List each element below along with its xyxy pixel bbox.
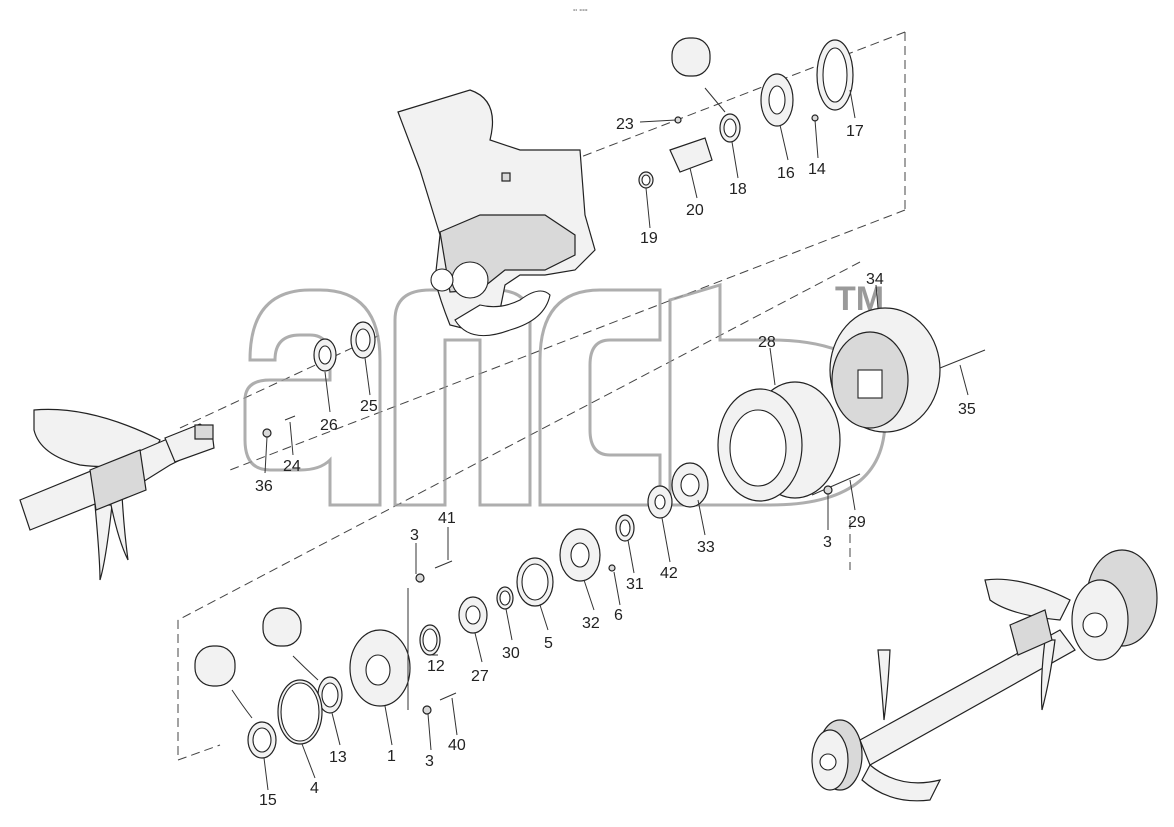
label-30: 30	[502, 645, 520, 662]
label-1: 1	[387, 748, 396, 765]
components	[194, 37, 854, 759]
label-12: 12	[427, 658, 445, 675]
right-axle-assembly	[811, 549, 1158, 802]
label-6: 6	[614, 607, 623, 624]
label-3-bottom: 3	[425, 753, 434, 770]
label-3-right: 3	[823, 534, 832, 551]
label-3-top: 3	[410, 527, 419, 544]
label-23: 23	[616, 116, 634, 133]
label-18: 18	[729, 181, 747, 198]
header-mark: °‘ °°°	[573, 8, 588, 16]
part-labels: 23 17 16 14 18 20 19 34 28 35 25 26 24 3…	[255, 116, 976, 809]
label-36: 36	[255, 478, 273, 495]
label-42: 42	[660, 565, 678, 582]
label-26: 26	[320, 417, 338, 434]
label-19: 19	[640, 230, 658, 247]
label-5: 5	[544, 635, 553, 652]
label-29: 29	[848, 514, 866, 531]
label-34: 34	[866, 271, 884, 288]
label-15: 15	[259, 792, 277, 809]
brake-drum-hub	[717, 307, 986, 502]
label-14: 14	[808, 161, 826, 178]
label-40: 40	[448, 737, 466, 754]
label-20: 20	[686, 202, 704, 219]
label-35: 35	[958, 401, 976, 418]
label-24: 24	[283, 458, 301, 475]
label-25: 25	[360, 398, 378, 415]
label-32: 32	[582, 615, 600, 632]
leader-lines	[231, 87, 969, 791]
label-13: 13	[329, 749, 347, 766]
label-28: 28	[758, 334, 776, 351]
label-27: 27	[471, 668, 489, 685]
label-31: 31	[626, 576, 644, 593]
left-axle-assembly	[19, 408, 215, 581]
label-4: 4	[310, 780, 319, 797]
label-33: 33	[697, 539, 715, 556]
label-16: 16	[777, 165, 795, 182]
label-41: 41	[438, 510, 456, 527]
gearbox-housing	[397, 89, 596, 337]
label-17: 17	[846, 123, 864, 140]
